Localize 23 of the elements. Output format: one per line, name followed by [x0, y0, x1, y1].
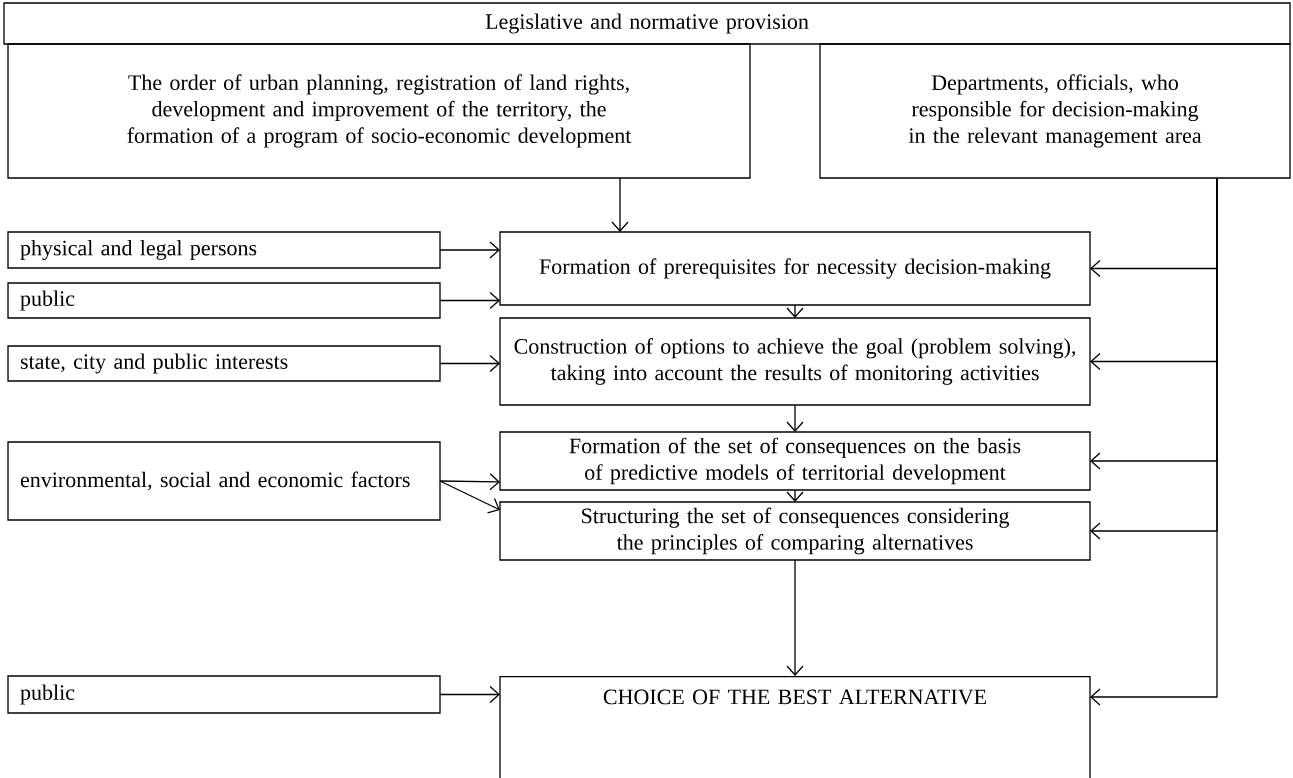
band-box: Legislative and normative provision [3, 2, 1291, 45]
process-box: Formation of prerequisites for necessity decision-making [499, 231, 1091, 306]
input-box: public [7, 282, 441, 319]
input-box: physical and legal persons [7, 231, 441, 269]
arrow [786, 404, 804, 432]
arrow [439, 241, 500, 259]
arrow [1090, 177, 1218, 706]
input-box: Departments, officials, who responsible for decision-making in the relevant management area [819, 43, 1291, 179]
arrow [439, 354, 500, 373]
input-box: The order of urban planning, registration of land rights, development and improvement of the territory, the formation of a program of socio-economic development [7, 43, 751, 179]
arrow [439, 685, 500, 704]
process-box: Structuring the set of consequences considering the principles of comparing alternatives [499, 501, 1091, 561]
arrow [439, 291, 500, 310]
arrow [439, 480, 500, 514]
arrow [786, 559, 804, 676]
process-box: CHOICE OF THE BEST ALTERNATIVE [499, 676, 1091, 778]
process-box: Formation of the set of consequences on the basis of predictive models of territorial development [499, 431, 1091, 491]
arrow [611, 177, 629, 232]
process-box: Construction of options to achieve the goal (problem solving), taking into account the results of monitoring activities [499, 317, 1091, 406]
input-box: environmental, social and economic factors [7, 441, 441, 521]
input-box: state, city and public interests [7, 345, 441, 382]
input-box: public [7, 675, 441, 714]
arrow [439, 473, 500, 491]
